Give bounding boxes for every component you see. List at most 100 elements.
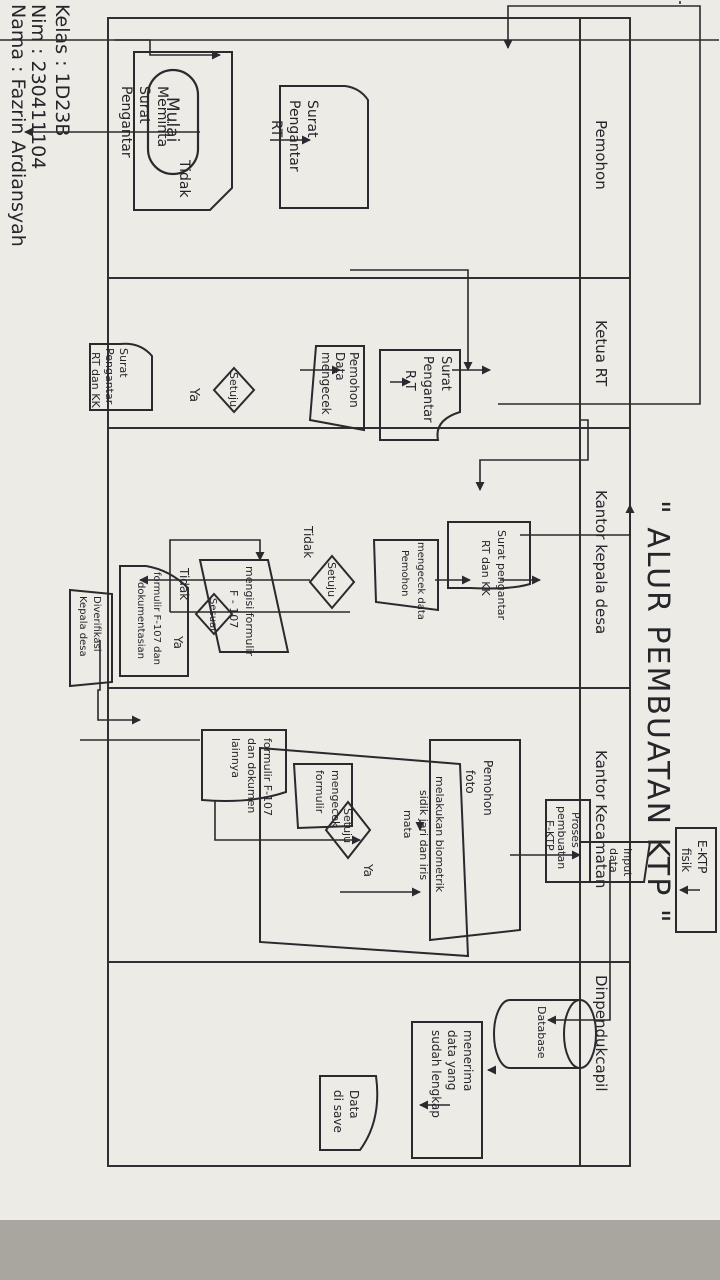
student-nim: Nim : 230411104 xyxy=(27,4,49,169)
label-meminta-3: Pengantar xyxy=(118,86,134,158)
label-ya-3: Ya xyxy=(361,863,375,877)
label-formulir-kec-2: dan dokumen xyxy=(245,738,258,813)
node-meminta-surat-pengantar: Meminta Surat Pengantar xyxy=(118,51,233,211)
label-mengisi-1: mengisi formulir xyxy=(243,566,256,657)
node-diverifikasi: Diverifikasi Kepala desa xyxy=(69,588,113,688)
node-mulai: Mulai xyxy=(146,68,200,176)
node-mengisi-formulir: mengisi formulir F - 107 xyxy=(198,559,290,657)
label-database: Database xyxy=(535,1006,548,1059)
node-biometrik: melakukan biometrik sidik jari dan iris … xyxy=(259,746,470,958)
node-mengecek-formulir: mengecek formulir xyxy=(292,763,353,830)
connector-input-database xyxy=(547,860,611,1025)
node-sesuai: Sesuai xyxy=(194,592,234,636)
label-mengecek-k3: Pemohon xyxy=(347,352,361,408)
node-surat-pengantar-rt-kk: Surat Pengantar RT dan KK xyxy=(89,342,153,411)
node-setuju-kecamatan: Setuju xyxy=(324,800,372,860)
label-proses-1: Proses xyxy=(569,812,582,848)
label-mengecek-k1: mengecek xyxy=(319,352,333,415)
connector-desa-tidak-loop xyxy=(520,504,635,536)
connector-kk-to-desa xyxy=(475,419,589,491)
label-menerima-2: data yang xyxy=(445,1030,459,1091)
diagram-title: " ALUR PEMBUATAN KTP " xyxy=(640,500,675,925)
label-mengisi-2: F - 107 xyxy=(227,590,240,628)
connector-setuju-tidak-loop xyxy=(498,5,701,405)
connector-surat-to-ketua xyxy=(350,269,473,371)
node-mengecek-data-ketua: mengecek Data Pemohon xyxy=(308,345,365,432)
label-mengecek-formulir-2: formulir xyxy=(313,770,326,814)
label-menerima-3: sudah lengkap xyxy=(429,1030,443,1118)
label-biometrik-2: sidik jari dan iris xyxy=(417,790,430,880)
label-ya-1: Ya xyxy=(186,387,201,402)
label-ya-2: Ya xyxy=(171,635,185,649)
connectors xyxy=(0,1,719,1110)
node-setuju-ketua: Setuju xyxy=(212,366,256,414)
label-surat-desa-1: Surat pengantar xyxy=(495,530,508,620)
label-mengecek-k2: Data xyxy=(333,352,347,381)
node-proses-pembuatan: Proses pembuatan E-KTP xyxy=(543,799,591,883)
label-surat-kk-3: RT dan KK xyxy=(89,352,102,408)
node-mengecek-data-desa: mengecek data Pemohon xyxy=(372,539,439,620)
node-database: Database xyxy=(493,999,597,1069)
label-setuju-kec: Setuju xyxy=(341,808,354,843)
label-surat-rt-k2: Pengantar xyxy=(420,356,435,423)
connector-mengecek-setuju-kec xyxy=(214,800,361,845)
node-setuju-desa: Setuju xyxy=(308,554,356,610)
label-input-1: Input xyxy=(621,848,634,877)
label-disave-2: di save xyxy=(331,1090,345,1133)
student-class: Kelas : 1D23B xyxy=(51,4,73,136)
lane-header-ketua-rt: Ketua RT xyxy=(592,320,610,387)
label-formulir-kec-3: lainnya xyxy=(229,738,242,778)
node-data-disave: Data di save xyxy=(319,1075,379,1151)
label-menerima-1: menerima xyxy=(461,1030,475,1091)
label-mengecek-desa-2: Pemohon xyxy=(399,550,410,596)
label-ektp-2: fisik xyxy=(679,848,693,872)
node-menerima-data: menerima data yang sudah lengkap xyxy=(411,1021,483,1159)
label-diverifikasi-2: Kepala desa xyxy=(77,596,88,657)
label-pemohon-foto-1: Pemohon xyxy=(481,760,495,816)
label-disave-1: Data xyxy=(347,1090,361,1119)
node-input-data: Input data xyxy=(579,841,652,883)
label-tidak-1: Tidak xyxy=(176,159,192,198)
label-pemohon-foto-2: foto xyxy=(463,770,477,794)
label-mengecek-desa-1: mengecek data xyxy=(415,542,426,620)
label-surat-rt-p3: RT xyxy=(268,120,284,138)
node-ektp-fisik: E-KTP fisik xyxy=(675,827,717,933)
label-diverifikasi-1: Diverifikasi xyxy=(91,596,102,651)
label-surat-kk-1: Surat xyxy=(117,348,130,378)
node-pemohon-foto: Pemohon foto xyxy=(429,739,521,942)
label-meminta-1: Meminta xyxy=(154,86,170,147)
lane-header-kecamatan: Kantor Kecamatan xyxy=(592,750,610,888)
label-setuju-ketua: Setuju xyxy=(227,372,240,407)
label-surat-rt-p1: Surat xyxy=(304,100,320,138)
label-sesuai: Sesuai xyxy=(207,598,218,631)
student-name: Nama : Fazrin Ardiansyah xyxy=(7,4,29,247)
label-mulai: Mulai xyxy=(162,97,182,142)
swimlane-frame xyxy=(107,17,631,1167)
lane-header-dinpendukcapil: Dinpendukcapil xyxy=(592,975,610,1092)
node-surat-pengantar-desa: Surat pengantar RT dan KK xyxy=(447,521,531,620)
lane-header-pemohon: Pemohon xyxy=(592,120,610,190)
node-formulir-kecamatan: formulir F-107 dan dokumen lainnya xyxy=(201,729,287,816)
node-formulir-dokumentasi-desa: formulir F-107 dan dokumentasian xyxy=(119,565,189,677)
label-formulir-desa-2: dokumentasian xyxy=(135,582,146,659)
label-surat-desa-2: RT dan KK xyxy=(479,540,492,596)
connector-left-entry xyxy=(115,39,221,60)
label-input-2: data xyxy=(607,848,620,873)
label-surat-rt-k3: R.T xyxy=(402,370,417,391)
node-surat-pengantar-rt-ketua: Surat Pengantar R.T xyxy=(379,349,461,441)
node-surat-pengantar-rt-pemohon: Surat Pengantar RT xyxy=(268,85,369,209)
label-formulir-desa-1: formulir F-107 dan xyxy=(151,572,162,665)
label-tidak-2: Tidak xyxy=(301,525,315,558)
connector-to-kecamatan xyxy=(97,640,141,725)
lane-header-kepala-desa: Kantor kepala desa xyxy=(592,490,610,634)
label-biometrik-1: melakukan biometrik xyxy=(433,776,446,893)
label-surat-kk-2: Pengantar xyxy=(103,348,116,405)
paper-edge-shadow xyxy=(0,1220,720,1280)
label-surat-rt-k1: Surat xyxy=(438,356,453,391)
label-meminta-2: Surat xyxy=(136,86,152,124)
label-biometrik-3: mata xyxy=(401,810,414,839)
label-setuju-desa: Setuju xyxy=(325,562,338,597)
